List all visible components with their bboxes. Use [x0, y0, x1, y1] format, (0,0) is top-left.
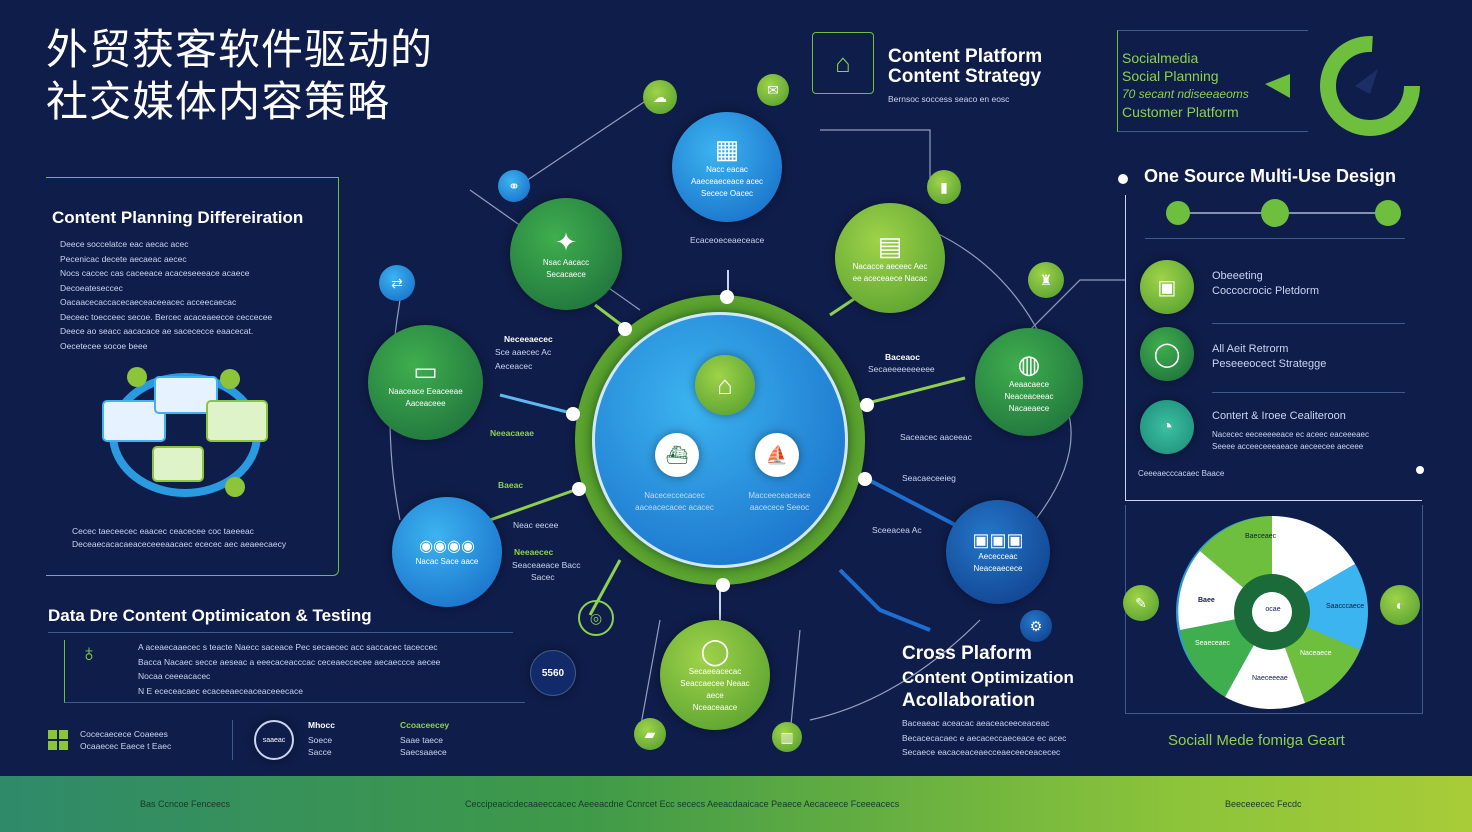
legend-badge: saaeac: [254, 720, 294, 760]
clip-icon-box: ⌂: [812, 32, 874, 94]
satellite-right: ◍ Aeaacaece Neaceaceeac Nacaeaece: [975, 328, 1083, 436]
folder-icon: ▰: [634, 718, 666, 750]
left-footer-2: Deceaecacacaeaceceeeaacaec ececec aec ae…: [72, 539, 287, 549]
cloud-icon: ☁: [643, 80, 677, 114]
data-section-box: [64, 640, 525, 703]
center-right-text: Macceeceaceace aacecece Seeoc: [748, 491, 811, 512]
ll-sub3: Sacec: [531, 572, 555, 582]
ll-link: Baeac: [498, 480, 524, 490]
right-panel: [1125, 195, 1422, 501]
data-section-lines: A aceaecaaecec s teacte Naecc saceace Pe…: [138, 642, 441, 696]
hub-node: [860, 398, 874, 412]
row1-icon: ▣: [1140, 260, 1194, 314]
row3-icon: ◔: [1140, 400, 1194, 454]
central-hub-inner: ⌂ ⛴ ⛵ Nacececcecacec aaceacecacec acacec…: [592, 312, 848, 568]
clipboard-icon: ▤: [877, 231, 903, 261]
title-line-1: 外贸获客软件驱动的: [46, 25, 434, 74]
ll-label: Neeaecec: [514, 547, 554, 557]
robot-icon: ⌂: [695, 355, 755, 415]
top-label: Ecaceoeceaeceace: [690, 235, 765, 245]
bulb-icon: ◯: [700, 636, 730, 666]
left-footer-1: Cecec taeceecec eaacec ceacecee coc taee…: [72, 526, 254, 536]
ll-sub2: Seaceaeace Bacc: [512, 560, 581, 570]
megaphone-icon: ◐: [1380, 585, 1420, 625]
left-panel-heading: Content Planning Differeiration: [52, 208, 304, 227]
footer-band: Bas Ccncoe Fenceecs Ceccipeacicdecaaeecc…: [0, 776, 1472, 832]
rr-label: Seacaeceeieg: [902, 473, 956, 483]
left-panel-list: Deece soccelatce eac aecac acec Pecenica…: [60, 239, 273, 351]
satellite-upper-left: ✦ Nsac Aacacc Secacaece: [510, 198, 622, 310]
r-label: Saceacec aaceeac: [900, 432, 972, 442]
boat-icon: ⛵: [755, 433, 799, 477]
calendar-icon: ▦: [714, 134, 740, 164]
right-panel-footer: Ceeeaecccacaec Baace: [1138, 469, 1225, 478]
satellite-left: ▭ Naaceace Eeaceeae Aaceaceee: [368, 325, 483, 440]
ur-label: Baceaoc: [885, 352, 920, 362]
top-heading-1: Content Platform: [888, 46, 1043, 67]
workflow-loop-illustration: [102, 367, 268, 497]
link-icon: ⚭: [498, 170, 530, 202]
center-left-text: Nacececcecacec aaceacecacec acacec: [635, 491, 714, 512]
l-link: Neeacaeae: [490, 428, 534, 438]
pen-icon: ✎: [1123, 585, 1159, 621]
trophy-icon: ♜: [1028, 262, 1064, 298]
device-icon: ▥: [772, 722, 802, 752]
l-label: Neceeaecec: [504, 334, 553, 344]
lr-label: Sceeacea Ac: [872, 525, 922, 535]
chat-icon: ✉: [757, 74, 789, 106]
top-heading-2: Content Strategy: [888, 66, 1042, 87]
document-icon: ▣: [1157, 276, 1177, 299]
monitor-icon: ▭: [413, 355, 438, 386]
hub-node: [566, 407, 580, 421]
hub-node: [572, 482, 586, 496]
satellite-lower-right: ▣▣▣ Aececceac Neaceaecece: [946, 500, 1050, 604]
satellite-bottom: ◯ Secaeeacecac Seaccaecee Neaac aece Nce…: [660, 620, 770, 730]
gear-icon: ⚙: [1020, 610, 1052, 642]
wheel-center: ocae: [1265, 606, 1281, 613]
legend-l1: Cocecaecece Coaeees: [80, 729, 168, 739]
row2-icon: ◯: [1140, 327, 1194, 381]
data-section-heading: Data Dre Content Optimicaton & Testing: [48, 606, 372, 625]
cross-platform-lines: Baceaeac aceacac aeaceaceeceaceac Becace…: [902, 718, 1067, 757]
hub-node: [858, 472, 872, 486]
bulb-outline-icon: ♁: [80, 640, 98, 667]
social-media-wheel: [1176, 516, 1368, 710]
globe-icon: ◍: [1017, 349, 1041, 379]
cross-platform-h3: Acollaboration: [902, 690, 1036, 711]
bottle-icon: ▮: [927, 170, 961, 204]
right-panel-heading: One Source Multi-Use Design: [1144, 166, 1397, 186]
left-panel: [46, 177, 339, 576]
ur-sub: Secaeeeeeeeeee: [868, 364, 935, 374]
title-line-2: 社交媒体内容策略: [46, 77, 391, 126]
top-right-panel: Socialmedia Social Planning 70 secant nd…: [1117, 30, 1308, 132]
wheel-caption: Sociall Mede fomiga Geart: [1168, 732, 1345, 749]
l-sub: Sce aaecec Ac Aeceacec: [495, 347, 552, 371]
legend-l2: Ocaaecec Eaece t Eaec: [80, 741, 172, 751]
badge-5560: 5560: [530, 650, 576, 696]
hub-node: [720, 290, 734, 304]
megaphone-donut: [1265, 36, 1420, 136]
chat-icons: ◉◉◉◉: [419, 538, 475, 555]
grid-icon: [48, 730, 68, 750]
paperclip-icon: ⌂: [835, 47, 851, 78]
chat-bubble-icon: ◯: [1153, 340, 1181, 368]
page-title: 外贸获客软件驱动的 社交媒体内容策略: [46, 24, 433, 128]
compass-icon: ✦: [555, 227, 577, 257]
cloud-chain-icons: [1166, 199, 1401, 227]
hub-node: [716, 578, 730, 592]
cross-platform-h2: Content Optimization: [902, 668, 1074, 687]
devices-icon: ▣▣▣: [972, 529, 1024, 550]
target-icon: ◎: [578, 600, 614, 636]
top-sub: Bernsoc soccess seaco en eosc: [888, 94, 1010, 104]
satellite-upper-right: ▤ Nacacce aeceec Aec ee aceceaece Nacac: [835, 203, 945, 313]
cross-platform-h1: Cross Plaform: [902, 643, 1032, 664]
central-hub: ⌂ ⛴ ⛵ Nacececcecacec aaceacecacec acacec…: [575, 295, 865, 585]
ll-sub1: Neac eecee: [513, 520, 559, 530]
clock-icon: ◔: [1160, 415, 1174, 438]
share-icon: ⇄: [379, 265, 415, 301]
satellite-lower-left: ◉◉◉◉ Nacac Sace aace: [392, 497, 502, 607]
hub-node: [618, 322, 632, 336]
satellite-top: ▦ Nacc eacac Aaeceaeceace acec Secece Oa…: [672, 112, 782, 222]
ship-icon: ⛴: [655, 433, 699, 477]
